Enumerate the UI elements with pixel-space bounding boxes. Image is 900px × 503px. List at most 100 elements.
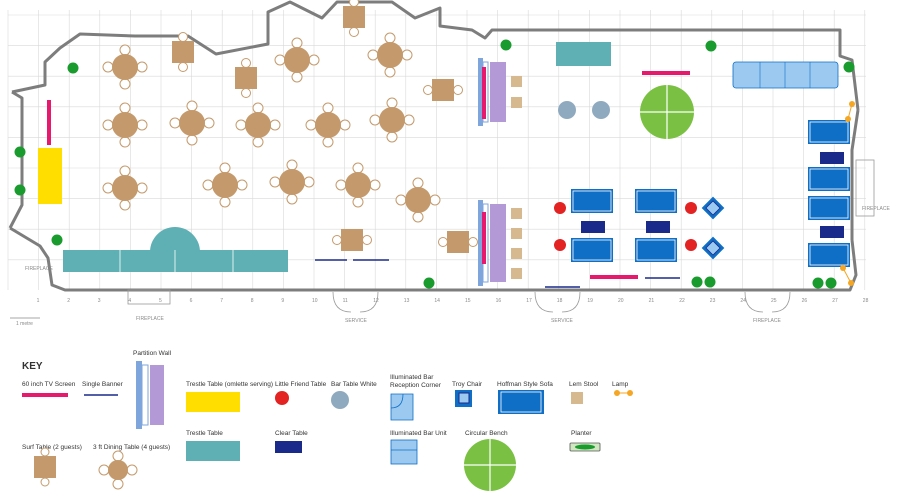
legend: KEY 60 inch TV Screen Single Banner Part… — [22, 350, 633, 491]
surf-table — [332, 229, 372, 251]
column-number: 11 — [343, 298, 348, 304]
column-number: 15 — [465, 298, 471, 304]
column-number: 26 — [802, 298, 808, 304]
column-number: 17 — [526, 298, 532, 304]
furniture-layer — [14, 0, 855, 289]
planter — [704, 276, 716, 288]
chair — [386, 97, 398, 109]
little-friend-table — [554, 202, 566, 214]
scale-bar-label: 1 metre — [16, 321, 33, 327]
chair — [236, 179, 248, 191]
legend-label-bar-table-white: Bar Table White — [331, 381, 377, 388]
legend-label-partition-wall: Partition Wall — [133, 350, 172, 357]
planter — [67, 62, 79, 74]
column-number: 7 — [220, 298, 223, 304]
sofa-body — [808, 167, 850, 191]
planter — [51, 234, 63, 246]
chair — [305, 119, 317, 131]
sofa-line — [809, 244, 849, 266]
chair — [286, 193, 298, 205]
table-top — [341, 229, 363, 251]
dining-table — [367, 32, 413, 78]
west-wall — [8, 90, 24, 229]
legend-illuminated-unit — [390, 439, 418, 465]
chair — [412, 177, 424, 189]
legend-little-friend — [275, 391, 289, 405]
column-number: 19 — [587, 298, 593, 304]
sofa-line — [809, 168, 849, 190]
table-top — [212, 172, 238, 198]
sofa-body — [571, 238, 613, 262]
lamp — [840, 265, 854, 286]
little-friend-table — [685, 202, 697, 214]
table-top — [447, 231, 469, 253]
fireplace-side-box — [855, 159, 875, 217]
clear-table — [820, 152, 844, 164]
chair — [401, 49, 413, 61]
chair — [349, 0, 359, 7]
label-fireplace-west: FIREPLACE — [25, 266, 53, 272]
dining-table — [369, 97, 415, 143]
dining-table — [305, 102, 351, 148]
chair — [386, 131, 398, 143]
chair — [178, 62, 188, 72]
legend-lem-stool — [571, 392, 583, 404]
sofa-body — [635, 238, 677, 262]
partition-fill — [490, 62, 506, 122]
surf-table — [343, 0, 365, 37]
chair — [352, 162, 364, 174]
illuminated-bar-unit — [732, 61, 839, 89]
planter — [705, 40, 717, 52]
partition-fill — [490, 204, 506, 282]
column-number: 23 — [710, 298, 716, 304]
table-top — [172, 41, 194, 63]
chair — [119, 136, 131, 148]
planter — [825, 277, 837, 289]
sofa-line — [809, 121, 849, 143]
table-top — [112, 54, 138, 80]
door-service-a — [332, 291, 379, 313]
dining-table — [269, 159, 315, 205]
column-number: 8 — [251, 298, 254, 304]
chair — [352, 196, 364, 208]
lem-stool — [511, 76, 522, 87]
little-friend-table — [554, 239, 566, 251]
hoffman-sofa — [635, 189, 677, 213]
column-number: 5 — [159, 298, 162, 304]
chair — [339, 119, 351, 131]
legend-label-lem-stool: Lem Stool — [569, 381, 599, 388]
door-arcs — [127, 159, 875, 313]
chair — [384, 32, 396, 44]
little-friend-table — [685, 239, 697, 251]
chair — [369, 179, 381, 191]
hoffman-sofa — [571, 189, 613, 213]
chair — [403, 114, 415, 126]
chair — [362, 235, 372, 245]
plan-labels: FIREPLACE SERVICE SERVICE FIREPLACE FIRE… — [10, 206, 890, 327]
column-number: 10 — [312, 298, 318, 304]
column-number: 9 — [281, 298, 284, 304]
lamp-head — [849, 101, 855, 107]
chair — [136, 182, 148, 194]
chair — [468, 237, 478, 247]
legend-label-circular-bench: Circular Bench — [465, 430, 508, 437]
label-fireplace-right: FIREPLACE — [753, 318, 781, 324]
table-top — [279, 169, 305, 195]
chair — [423, 85, 433, 95]
sofa-line — [809, 197, 849, 219]
chair — [178, 32, 188, 42]
partition-frame — [478, 58, 483, 126]
legend-troy-chair — [455, 390, 472, 407]
column-number: 21 — [649, 298, 655, 304]
legend-trestle-omlette — [186, 392, 240, 412]
column-number: 13 — [404, 298, 410, 304]
chair — [136, 119, 148, 131]
legend-tv-screen — [22, 393, 68, 397]
column-number: 3 — [98, 298, 101, 304]
legend-partition-wall — [136, 361, 164, 429]
chair — [453, 85, 463, 95]
planter — [691, 276, 703, 288]
chair — [308, 54, 320, 66]
table-top — [108, 460, 128, 480]
